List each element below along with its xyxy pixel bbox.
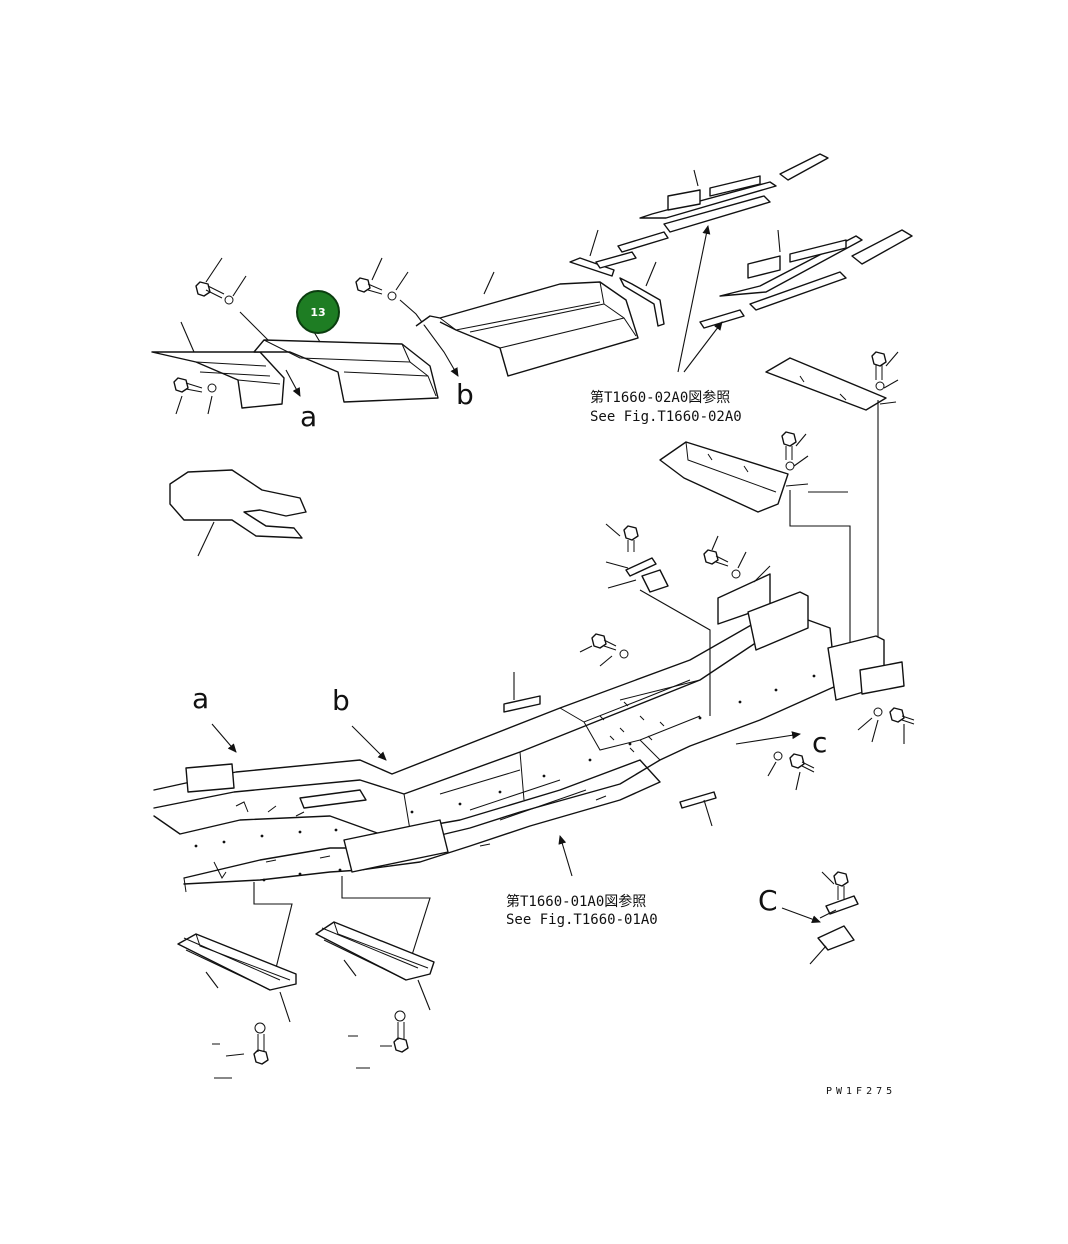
- callout-a-top: a: [300, 400, 317, 433]
- callout-b-top: b: [456, 378, 474, 411]
- bolt-right-middle: [781, 431, 809, 471]
- right-top-plate: [765, 357, 897, 411]
- ref-01a0-en: See Fig.T1660-01A0: [506, 912, 658, 928]
- assembly-leader-lines: [639, 400, 879, 716]
- bolt-middle-right: [703, 535, 771, 625]
- cover-set-upper-right-1: [595, 153, 829, 269]
- bolt-frame-left: [579, 633, 629, 667]
- ref-02a0-en: See Fig.T1660-02A0: [590, 409, 742, 425]
- frame-callout-arrows: [211, 723, 801, 877]
- bolt-frame-right: [767, 751, 815, 791]
- callout-b-frame: b: [332, 684, 350, 717]
- marker-13: 13: [296, 290, 340, 334]
- marker-label: 13: [310, 306, 325, 319]
- callout-a-frame: a: [192, 682, 209, 715]
- cover-plate-large: [415, 271, 639, 377]
- bolt-upper-left: [195, 257, 247, 305]
- step-assembly-left: [177, 882, 297, 1079]
- bolt-middle-bracket: [605, 523, 669, 593]
- drawing-code: PW1F275: [826, 1086, 896, 1097]
- step-assembly-right: [315, 876, 435, 1069]
- bolt-right-top: [871, 351, 899, 391]
- cover-set-upper-right-2: [699, 229, 913, 329]
- bolt-upper-middle: [355, 257, 459, 377]
- ref-01a0-jp: 第T1660-01A0図参照: [506, 893, 646, 910]
- detail-c-bracket: [781, 871, 859, 965]
- callout-c-detail: C: [758, 884, 778, 917]
- reference-arrows-02a0: [677, 225, 723, 373]
- cover-strip-upper: [569, 229, 665, 327]
- frame-holes: [194, 674, 816, 882]
- right-middle-plate: [659, 441, 809, 513]
- main-frame: [153, 591, 905, 893]
- bolt-right-lower: [857, 707, 915, 744]
- callout-c-frame: c: [812, 726, 827, 759]
- ref-02a0-jp: 第T1660-02A0図参照: [590, 389, 730, 406]
- cover-plate-a: [151, 321, 285, 409]
- bolt-lower-left: [173, 377, 217, 415]
- cover-plate-13: [239, 311, 439, 403]
- rubber-mat: [169, 469, 307, 557]
